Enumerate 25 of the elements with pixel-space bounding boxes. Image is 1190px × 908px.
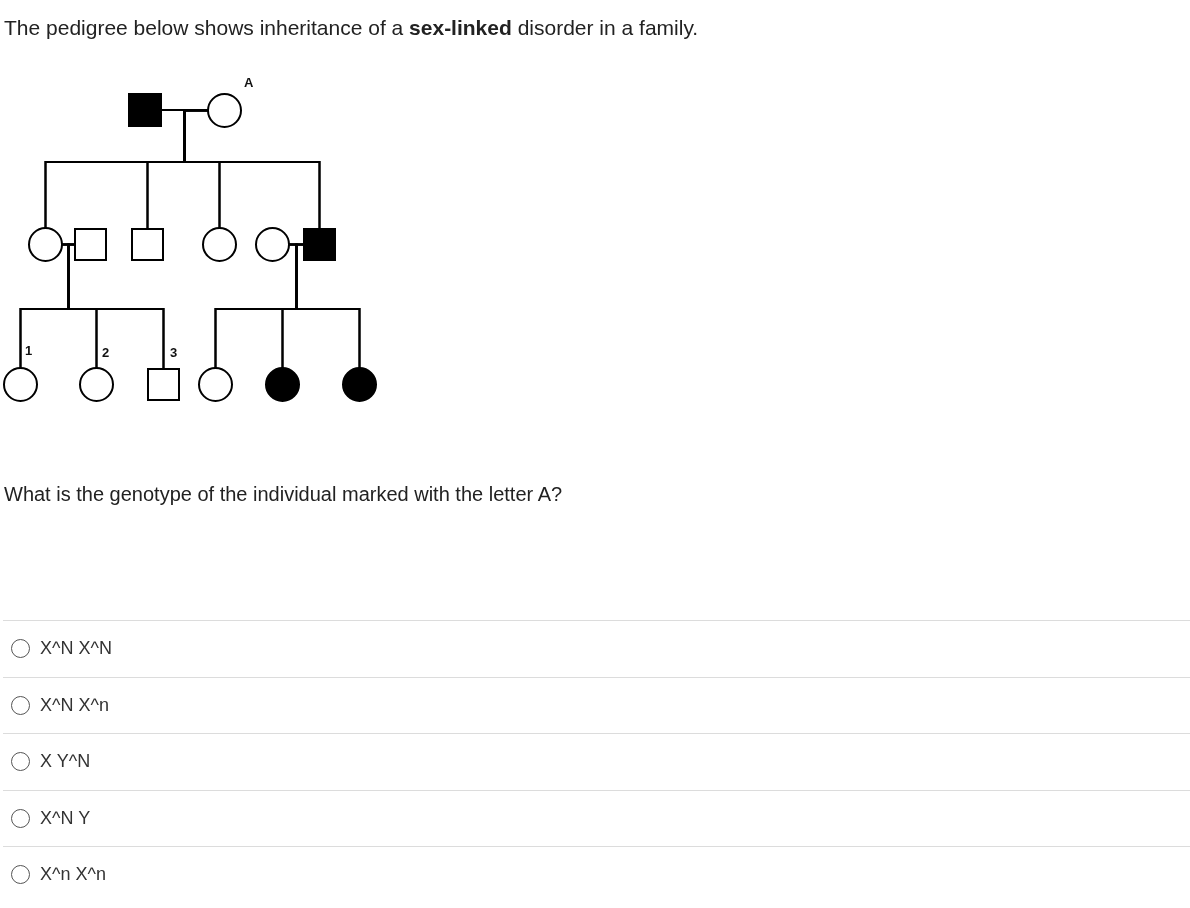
female-symbol <box>202 227 237 262</box>
female-symbol <box>79 367 114 402</box>
question-text: What is the genotype of the individual marked with the letter A? <box>4 483 563 506</box>
affected-female-symbol <box>342 367 377 402</box>
male-symbol <box>74 228 107 261</box>
female-symbol <box>255 227 290 262</box>
female-symbol <box>3 367 38 402</box>
female-symbol <box>28 227 63 262</box>
female-symbol <box>207 93 242 128</box>
affected-female-symbol <box>265 367 300 402</box>
individual-label: 3 <box>170 346 178 360</box>
answer-option: X^N X^N <box>40 637 112 659</box>
intro-text: The pedigree below shows inheritance of a sex-linked disorder in a family. <box>4 16 699 40</box>
individual-label: A <box>244 76 254 90</box>
female-symbol <box>198 367 233 402</box>
individual-label: 1 <box>25 344 33 358</box>
individual-label: 2 <box>102 346 110 360</box>
answer-option: X^N X^n <box>40 694 109 716</box>
affected-male-symbol <box>128 93 162 127</box>
affected-male-symbol <box>303 228 336 261</box>
male-symbol <box>147 368 180 401</box>
answer-option: X^n X^n <box>40 863 106 885</box>
answer-option: X^N Y <box>40 807 91 829</box>
male-symbol <box>131 228 164 261</box>
answer-option: X Y^N <box>40 750 91 772</box>
